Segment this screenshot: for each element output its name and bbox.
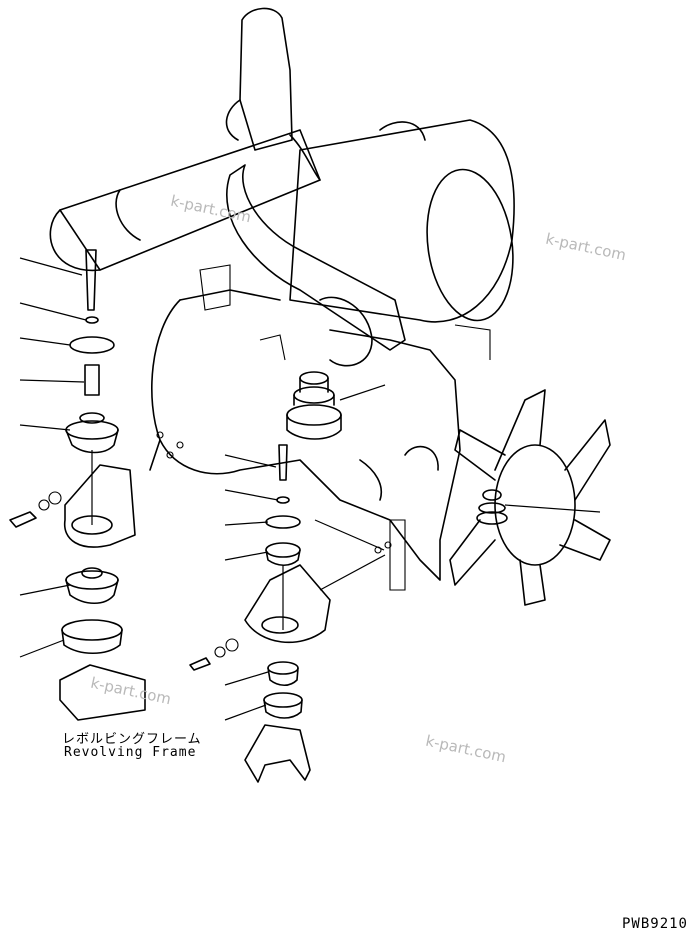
front-mount-stack-left — [9, 249, 146, 721]
cooling-fan — [449, 389, 611, 606]
exhaust-pipe — [225, 7, 293, 151]
air-cleaner — [289, 119, 515, 323]
front-mount-stack-center — [189, 444, 331, 783]
frame-label-english: Revolving Frame — [64, 745, 197, 760]
leader-lines — [19, 257, 601, 721]
drawing-code: PWB9210 — [621, 916, 688, 932]
rear-mount-parts — [286, 371, 508, 525]
intake-pipe — [226, 164, 406, 367]
frame-label-japanese: レボルビングフレーム — [62, 732, 202, 747]
engine-block — [149, 264, 491, 591]
